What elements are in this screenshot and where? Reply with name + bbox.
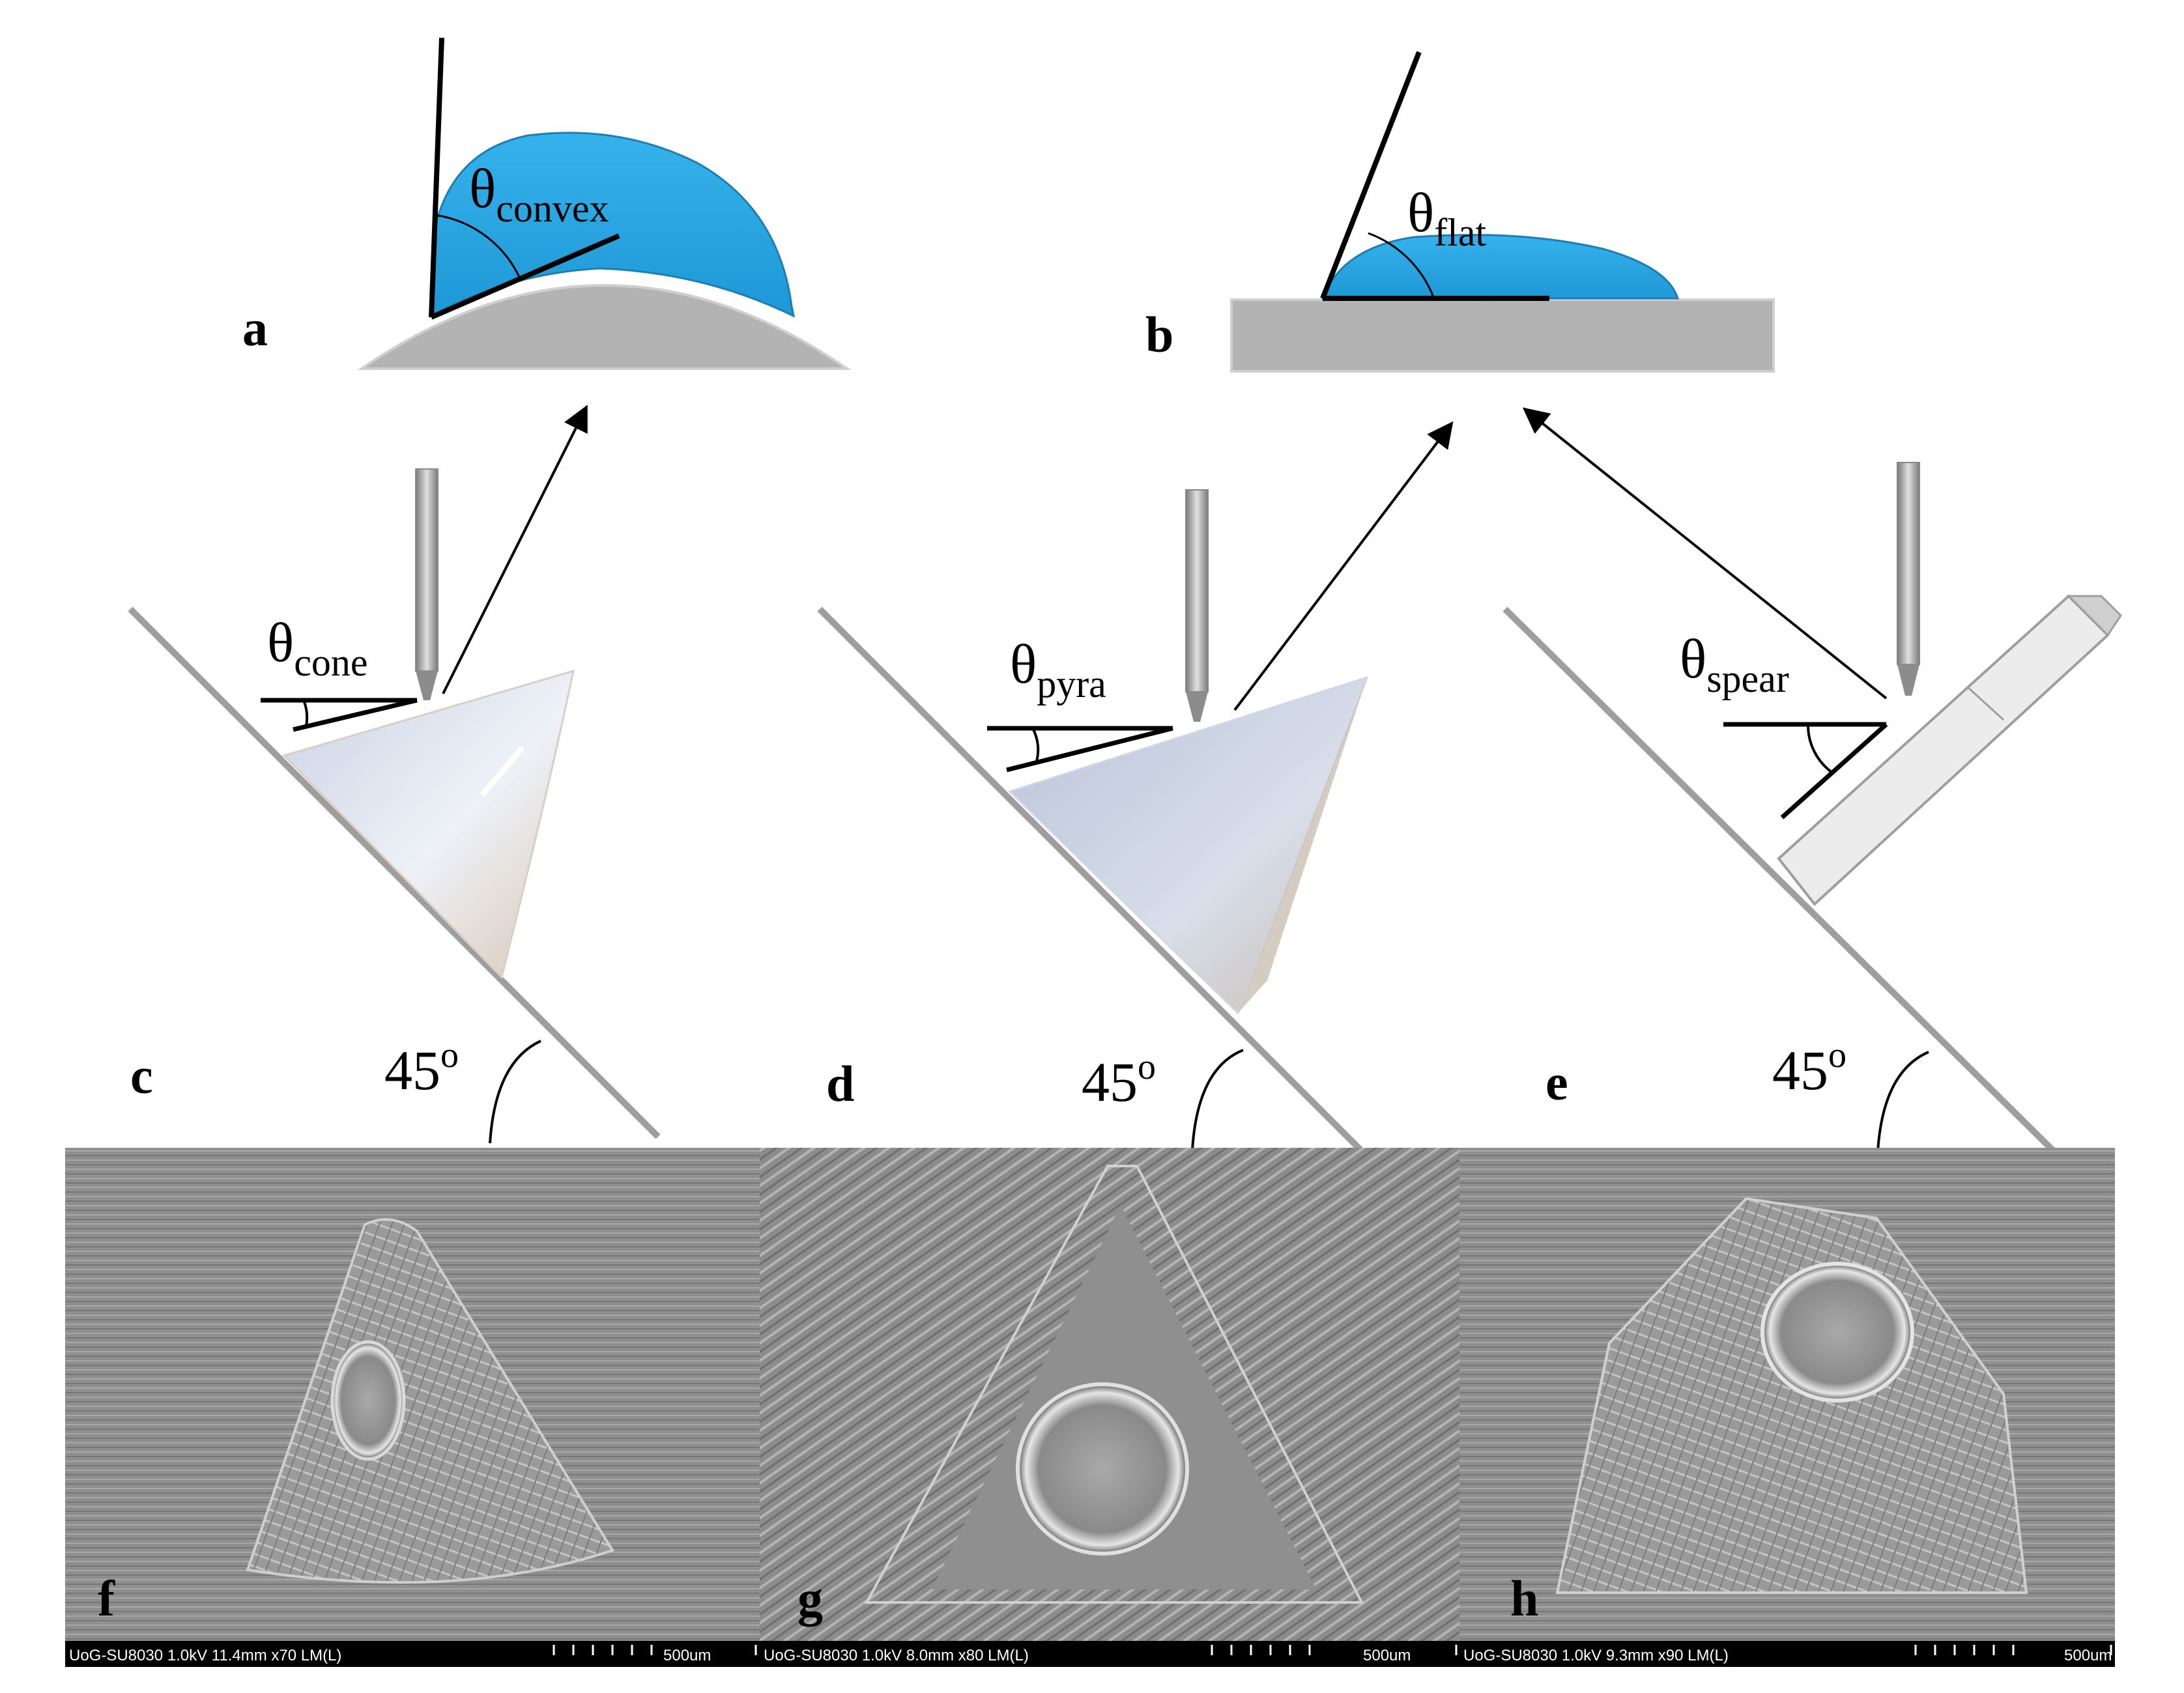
panel-a: θconvex a [242,37,852,370]
needle-tip-d [1186,692,1208,722]
theta-cone: θcone [267,611,367,684]
theta-convex: θconvex [469,157,609,230]
panel-label-e: e [1545,1054,1568,1111]
angle-45-arc-d [1191,1049,1244,1150]
sem-info-h: UoG-SU8030 1.0kV 9.3mm x90 LM(L) [1463,1647,1729,1664]
angle-45-e: 45o [1772,1035,1846,1102]
needle-d [1185,489,1209,692]
droplet-convex [430,132,796,318]
panel-b: θflat b [1145,51,1775,373]
angle-arc-flat [1368,232,1435,298]
sem-bar-f [65,1641,760,1667]
tangent-flat [1320,51,1422,300]
panel-f: UoG-SU8030 1.0kV 11.4mm x70 LM(L) 500um … [65,1148,760,1667]
convex-surface [357,284,852,370]
angle-arc-d [1031,728,1040,764]
panel-g: UoG-SU8030 1.0kV 8.0mm x80 LM(L) 500um g [760,1148,1459,1667]
panel-h: UoG-SU8030 1.0kV 9.3mm x90 LM(L) 500um h [1459,1148,2115,1667]
droplet-micrograph-f [330,1340,406,1461]
droplet-flat [1321,234,1680,300]
theta-spear: θspear [1680,627,1789,700]
incline-e [1502,606,2062,1159]
tangent-d [1006,726,1173,773]
tangent-c [293,698,418,732]
flat-surface [1230,298,1775,373]
spear-top [2066,595,2122,637]
sem-info-f: UoG-SU8030 1.0kV 11.4mm x70 LM(L) [69,1647,341,1664]
scale-label-f: 500um [663,1647,711,1664]
cone-highlight [481,747,524,796]
droplet-micrograph-h [1760,1262,1914,1402]
incline-d [817,606,1363,1152]
scale-label-g: 500um [1363,1647,1411,1664]
panel-label-a: a [242,300,268,356]
cone-micrograph [246,1218,615,1584]
incline-c [128,606,661,1139]
theta-pyra: θpyra [1010,633,1106,705]
droplet-micrograph-g [1016,1382,1189,1556]
cone-shape [282,669,575,979]
angle-arc-e [1806,724,1833,774]
angle-45-c: 45o [384,1035,459,1102]
panel-label-b: b [1145,306,1173,363]
panel-e: θspear 45o e [1502,407,2122,1159]
panel-c: θcone 45o c [128,405,661,1144]
theta-flat: θflat [1407,181,1486,254]
angle-arc-c [302,700,309,726]
tangent-surface [430,233,620,320]
spear-seam [1966,686,2005,721]
needle-tip-c [416,671,438,700]
spear-micrograph [1555,1197,2028,1594]
arrow-d [1233,421,1454,711]
scale-label-h: 500um [2064,1647,2112,1664]
needle-tip-e [1897,664,1919,696]
angle-45-d: 45o [1082,1047,1156,1113]
arrow-c [442,405,588,694]
panel-label-g: g [797,1570,823,1627]
sem-info-g: UoG-SU8030 1.0kV 8.0mm x80 LM(L) [764,1647,1029,1664]
tangent-e [1780,722,1888,819]
arrow-e [1522,407,1888,700]
tangent-vertical [429,37,444,318]
panel-label-h: h [1510,1570,1538,1627]
panel-label-d: d [826,1055,854,1112]
scale-ticks [553,1645,2112,1655]
spear-body [1777,594,2110,906]
sem-bar-h [1459,1641,2115,1667]
angle-45-arc-c [489,1040,541,1144]
panel-label-c: c [130,1047,153,1104]
sem-bar-g [760,1641,1459,1667]
panel-d: θpyra 45o d [817,421,1454,1152]
needle-c [415,468,438,672]
angle-arc-convex [434,214,523,282]
pyramid-edge [1238,677,1367,1013]
panel-label-f: f [98,1570,115,1627]
angle-45-arc-e [1876,1051,1929,1152]
needle-e [1897,462,1920,665]
